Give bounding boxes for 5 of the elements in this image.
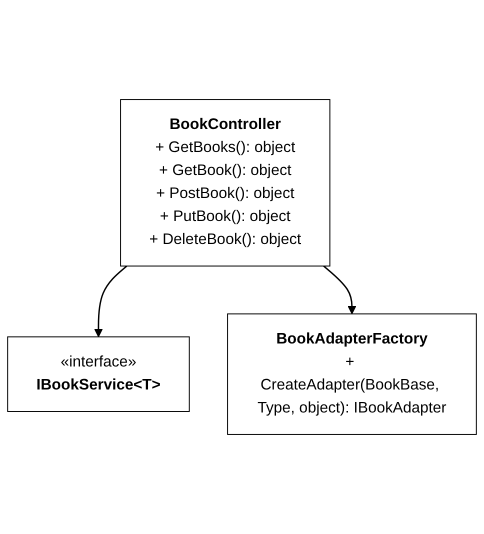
node-box: BookAdapterFactory + CreateAdapter(BookBase, Type, object): IBookAdapter xyxy=(227,313,477,435)
arrow xyxy=(94,266,128,338)
node-box: «interface» IBookService<T> xyxy=(7,336,190,412)
node-box: BookController + GetBooks(): object + GetBook(): object + PostBook(): object + PutBook(): object + DeleteBook(): object xyxy=(120,99,330,267)
arrow xyxy=(323,266,356,314)
